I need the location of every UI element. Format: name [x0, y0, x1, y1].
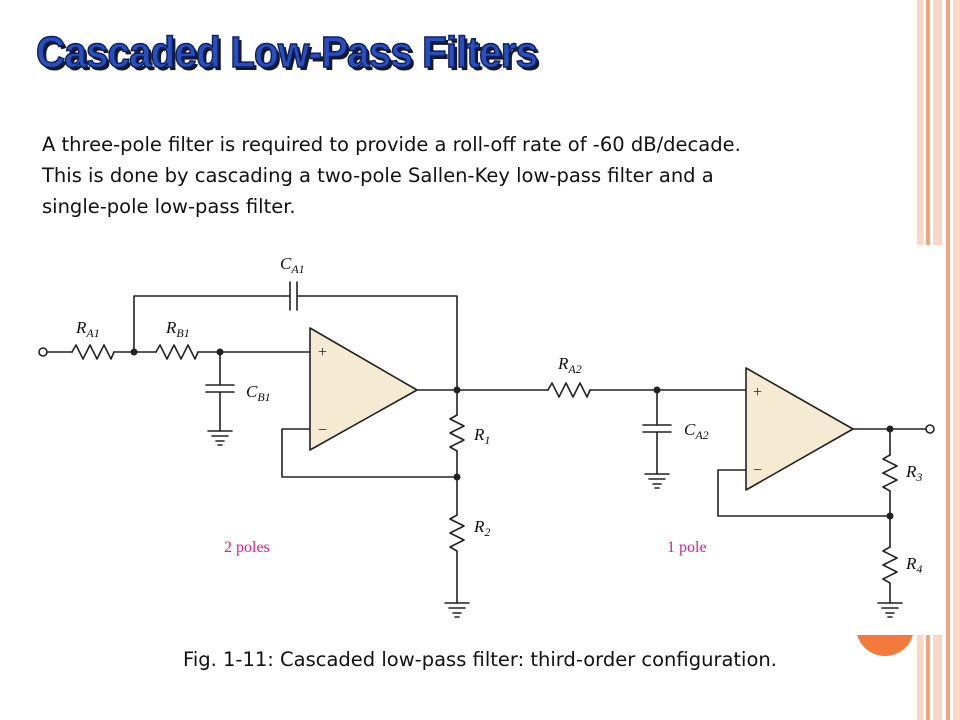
capacitor-cb1: [205, 384, 235, 432]
label-ra2: RA2: [557, 354, 582, 376]
op-amp-1-minus: −: [318, 422, 327, 439]
stage-1-label: 2 poles: [224, 539, 270, 556]
op-amp-2-minus: −: [753, 462, 762, 479]
input-terminal: [38, 347, 48, 357]
wire: [281, 428, 458, 478]
junction-dot: [216, 348, 224, 356]
label-rb1: RB1: [165, 318, 190, 340]
resistor-r2: [449, 514, 465, 604]
label-ra1: RA1: [75, 318, 100, 340]
op-amp-2-plus: +: [753, 384, 762, 401]
capacitor-ca1: [283, 281, 458, 391]
resistor-ra2: [547, 382, 591, 398]
resistor-r1: [449, 414, 465, 452]
label-r3: R3: [905, 462, 922, 484]
op-amp-1-plus: +: [318, 344, 327, 361]
junction-dot: [653, 386, 661, 394]
junction-dot: [886, 425, 894, 433]
resistor-rb1: [155, 344, 199, 360]
junction-dot: [886, 512, 894, 520]
op-amp-1: [309, 327, 418, 451]
resistor-r3: [882, 454, 898, 492]
junction-dot: [130, 348, 138, 356]
slide-body-text: A three-pole filter is required to provi…: [42, 133, 741, 218]
ground-r2: [444, 602, 470, 618]
op-amp-2: [745, 367, 854, 491]
circuit-diagram: + − + − RA1 RB1 CA1 CB1 R1 R2 RA2 CA2 R3…: [20, 245, 945, 635]
wire: [133, 295, 285, 353]
figure-caption: Fig. 1-11: Cascaded low-pass filter: thi…: [183, 648, 777, 671]
right-border-stripe-4: [946, 0, 950, 720]
ground-r4: [877, 602, 903, 618]
output-terminal: [925, 424, 935, 434]
wire: [717, 469, 891, 517]
label-r2: R2: [473, 517, 490, 539]
label-r4: R4: [905, 554, 922, 576]
label-ca2: CA2: [684, 420, 709, 442]
junction-dot: [453, 386, 461, 394]
label-cb1: CB1: [246, 382, 271, 404]
ground-ca2: [644, 473, 670, 489]
capacitor-ca2: [642, 424, 672, 475]
resistor-ra1: [71, 344, 115, 360]
label-ca1: CA1: [280, 254, 305, 276]
junction-dot: [453, 473, 461, 481]
slide-title: Cascaded Low-Pass Filters: [35, 27, 538, 78]
ground-cb1: [207, 430, 233, 446]
stage-2-label: 1 pole: [667, 539, 707, 556]
right-border-stripe-5: [953, 0, 960, 720]
resistor-r4: [882, 546, 898, 604]
label-r1: R1: [473, 425, 490, 447]
